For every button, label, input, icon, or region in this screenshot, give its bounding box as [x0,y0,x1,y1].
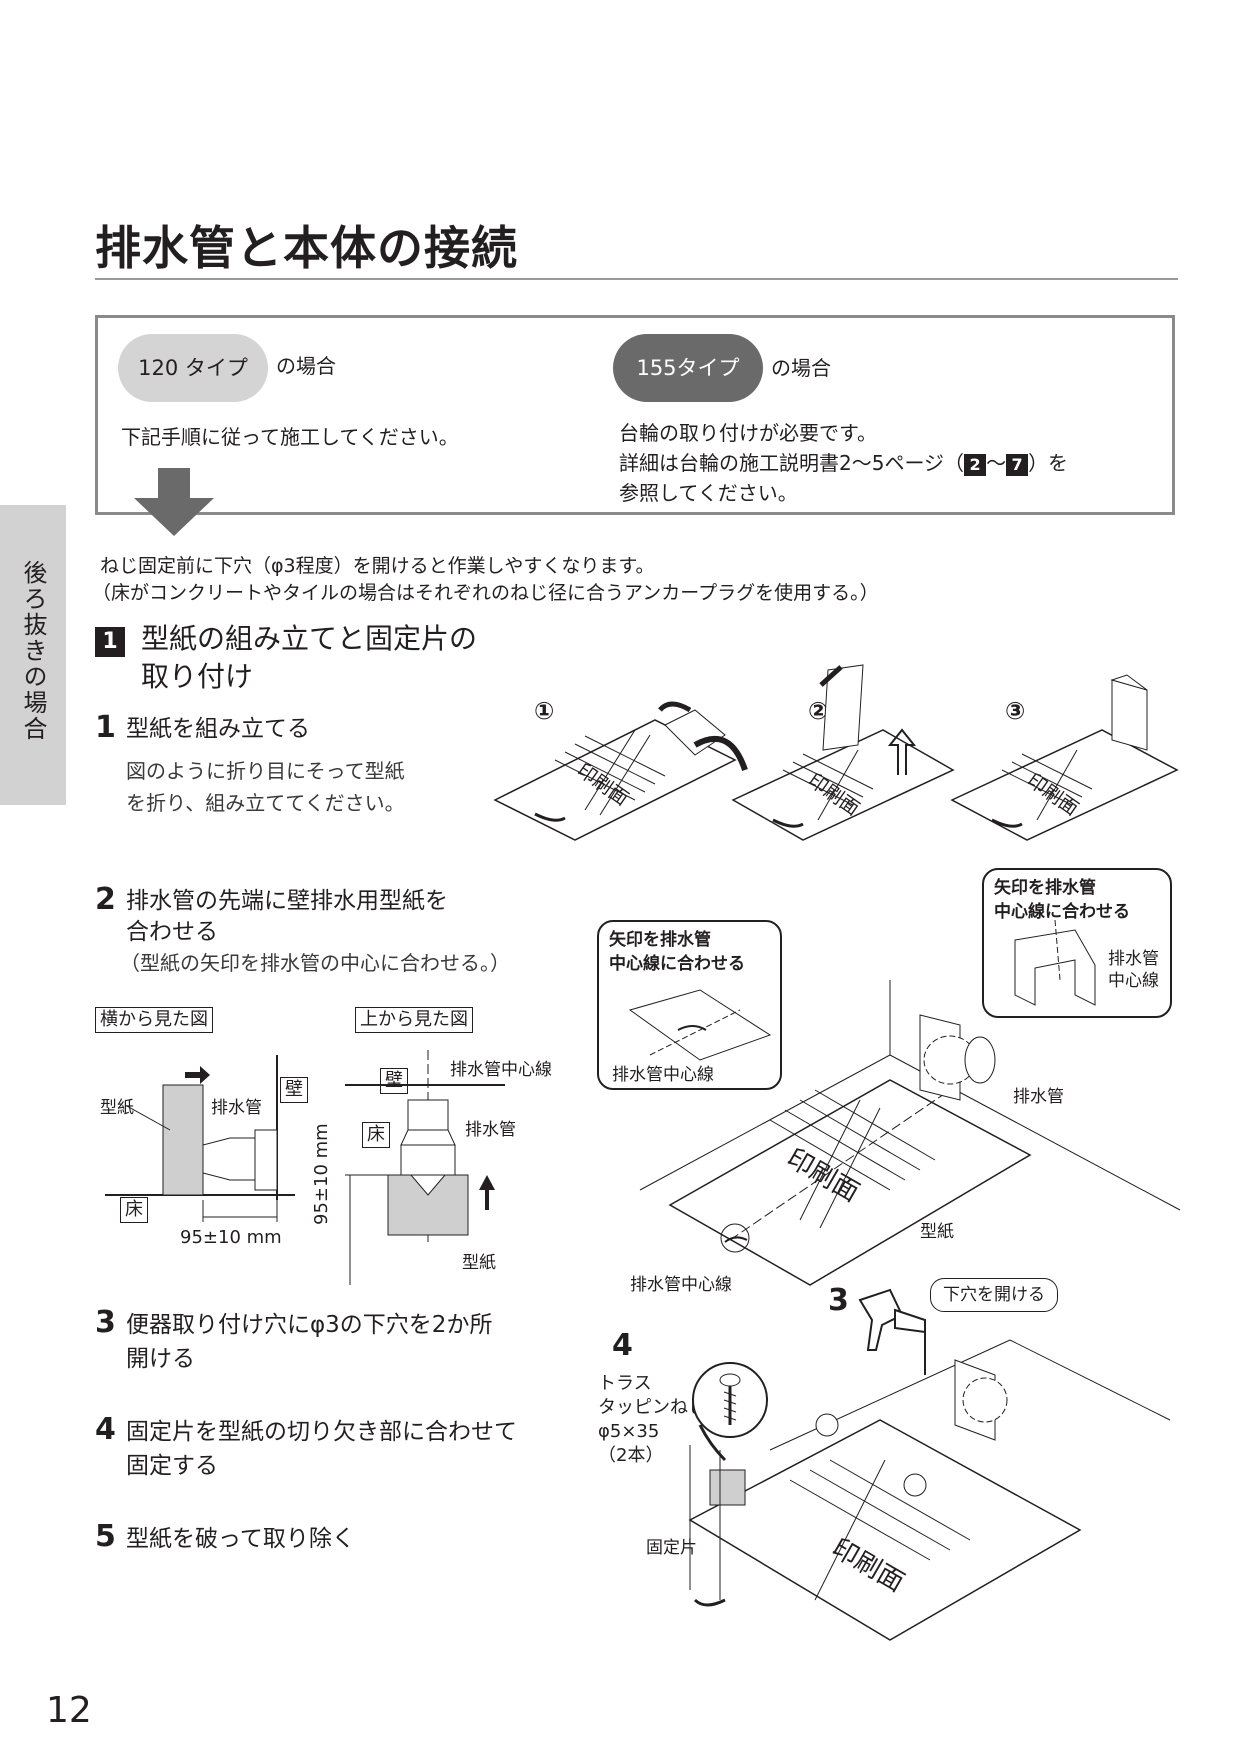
iso-centerline-label: 排水管中心線 [630,1275,732,1295]
type155-line3: 参照してください。 [619,481,798,505]
step2-title: 排水管の先端に壁排水用型紙を [126,888,448,914]
top-centerline-label: 排水管中心線 [450,1060,552,1080]
step3-title2: 開ける [126,1346,195,1372]
callout-left-line2: 中心線に合わせる [609,954,745,974]
step4-number: 4 [95,1412,116,1447]
step4-title: 固定片を型紙の切り欠き部に合わせて [126,1419,517,1445]
side-tab [0,505,66,805]
screw-spec-1: トラス [598,1373,652,1394]
page-number: 12 [46,1690,92,1731]
title-divider [95,278,1178,280]
drill-callout: 下穴を開ける [930,1278,1058,1312]
screw-spec-3: φ5×35 [598,1421,660,1442]
side-katagami-label: 型紙 [100,1098,134,1118]
callout-right-cap2: 中心線 [1108,971,1159,991]
type155-line2: 詳細は台輪の施工説明書2〜5ページ（2〜7）を [619,448,1068,478]
side-pipe-label: 排水管 [211,1098,262,1118]
top-wall-label: 壁 [380,1068,408,1094]
fold-step-2-illustration [731,664,955,841]
side-floor-label: 床 [120,1197,148,1223]
fixing-piece-label: 固定片 [646,1538,697,1558]
type120-text: 下記手順に従って施工してください。 [121,425,459,449]
fold-step-2-number: ② [808,697,829,725]
page-title: 排水管と本体の接続 [95,221,518,275]
step2-number: 2 [95,882,116,917]
type155-line2-sep: 〜 [986,451,1007,475]
page-badge-from: 2 [964,453,987,476]
step1-title: 型紙を組み立てる [126,716,310,742]
page-badge-to: 7 [1006,453,1029,476]
section-title: 型紙の組み立てと固定片の 取り付け [141,620,477,696]
type155-line2a: 詳細は台輪の施工説明書2〜5ページ（ [619,451,965,475]
step3-number: 3 [95,1305,116,1340]
step3-title: 便器取り付け穴にφ3の下穴を2か所 [126,1312,493,1338]
screw-spec-2: タッピンねじ [598,1397,706,1418]
top-view-diagram [345,1050,505,1285]
step5-title: 型紙を破って取り除く [126,1526,355,1552]
iso-pipe-label: 排水管 [1013,1087,1064,1107]
iso-katagami-label: 型紙 [920,1222,954,1242]
step1-sub2: を折り、組み立ててください。 [126,791,405,815]
screw-spec: トラス タッピンねじ φ5×35 （2本） [598,1372,706,1468]
callout-right-cap1: 排水管 [1108,949,1159,969]
screw-icon [719,1373,741,1425]
install-step4-number: 4 [612,1328,633,1363]
install-step3-number: 3 [828,1283,849,1318]
top-floor-label: 床 [362,1122,390,1148]
type155-suffix: の場合 [771,356,831,380]
drill-icon [858,1288,926,1375]
side-view-diagram [105,1055,295,1222]
top-view-label: 上から見た図 [355,1007,473,1033]
step2-title2: 合わせる [126,919,218,945]
top-pipe-label: 排水管 [465,1120,516,1140]
callout-right-line1: 矢印を排水管 [994,878,1096,898]
type120-pill: 120 タイプ [118,334,268,402]
step5-number: 5 [95,1519,116,1554]
type155-pill: 155タイプ [613,334,763,402]
fold-step-1-number: ① [534,697,555,725]
type120-suffix: の場合 [276,354,336,378]
step1-number: 1 [95,710,116,745]
section-title-line2: 取り付け [141,660,254,693]
section-title-line1: 型紙の組み立てと固定片の [141,622,478,655]
install-drawing [688,1288,1171,1641]
type155-line1: 台輪の取り付けが必要です。 [619,421,877,445]
callout-right-line2: 中心線に合わせる [994,902,1130,922]
fold-step-1-illustration [493,701,748,841]
type-box [95,315,1175,515]
type155-line2b: ）を [1028,451,1069,475]
step4-title2: 固定する [126,1453,218,1479]
fold-step-3-illustration [950,674,1179,841]
callout-left-line1: 矢印を排水管 [609,930,711,950]
top-dim-label: 95±10 mm [311,1123,332,1225]
callout-left-sheet [628,989,772,1061]
side-tab-label: 後ろ抜きの場合 [19,560,47,742]
side-dim-label: 95±10 mm [180,1227,282,1248]
section-badge: 1 [95,627,125,657]
callout-right-bracket [1014,919,1096,1006]
callout-left-caption: 排水管中心線 [612,1065,714,1085]
down-arrow-icon [134,468,214,536]
iso-installation-drawing [639,980,1181,1286]
top-katagami-label: 型紙 [462,1253,496,1273]
note-line2: （床がコンクリートやタイルの場合はそれぞれのねじ径に合うアンカープラグを使用する… [92,582,879,604]
screw-spec-4: （2本） [598,1445,664,1466]
step1-sub1: 図のように折り目にそって型紙 [126,759,405,783]
fold-step-3-number: ③ [1005,697,1026,725]
side-view-label: 横から見た図 [95,1007,213,1033]
note-line1: ねじ固定前に下穴（φ3程度）を開けると作業しやすくなります。 [100,555,655,577]
step2-sub: （型紙の矢印を排水管の中心に合わせる。） [120,951,510,975]
side-wall-label: 壁 [280,1077,308,1103]
